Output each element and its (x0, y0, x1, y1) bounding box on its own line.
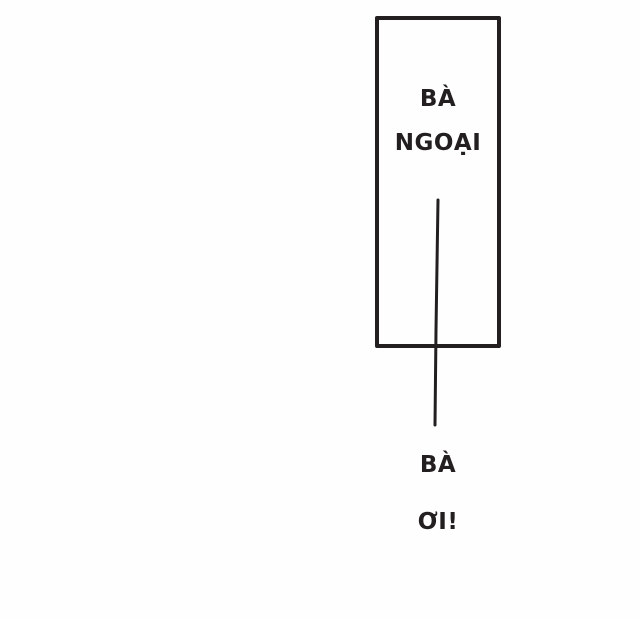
box-title-line1: BÀ (419, 86, 457, 112)
speech-line2: ƠI! (417, 509, 459, 535)
pointer-line (433, 198, 440, 427)
box-title-line2: NGOẠI (394, 130, 482, 156)
speech-line1: BÀ (419, 452, 457, 478)
name-sign-box (375, 16, 501, 348)
